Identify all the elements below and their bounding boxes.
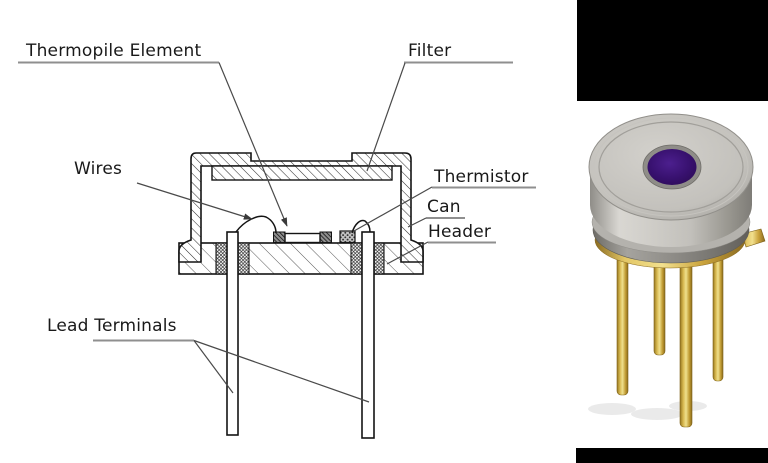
photo-ir-window	[647, 149, 697, 185]
chip-mount-right	[319, 231, 332, 243]
sensor-photo	[576, 0, 768, 463]
photo-lead-2	[653, 257, 666, 356]
photo-top-outer-ring	[593, 117, 749, 217]
leader-thermistor	[353, 186, 433, 232]
thermopile-chip	[284, 232, 321, 244]
bond-wire-left	[235, 215, 277, 234]
photo-gold-leads	[616, 247, 724, 428]
photo-lead-1	[616, 249, 629, 396]
photo-lead-4	[712, 247, 724, 382]
label-lead-terminals: Lead Terminals	[47, 316, 177, 336]
photo-top-inner-ring	[598, 121, 744, 213]
lead-terminal-left	[226, 231, 239, 436]
label-can: Can	[427, 197, 461, 217]
leader-wires	[136, 182, 253, 220]
leader-filter	[366, 62, 406, 172]
filter-window	[211, 165, 393, 181]
photo-crop-bar-top	[577, 0, 768, 101]
label-thermopile-element: Thermopile Element	[26, 41, 202, 61]
thermopile-cross-section-diagram	[18, 61, 536, 439]
label-filter: Filter	[408, 41, 452, 61]
photo-lead-3	[679, 257, 693, 428]
chip-mount-left	[273, 231, 286, 243]
leader-thermopile-element	[218, 62, 288, 227]
leader-lines	[136, 62, 433, 403]
photo-crop-bar-bottom	[576, 448, 768, 463]
thermistor-chip	[339, 230, 356, 244]
can-body	[178, 152, 424, 263]
leader-lead-left	[193, 340, 234, 394]
leader-lead-right	[193, 339, 370, 403]
label-thermistor: Thermistor	[434, 167, 529, 187]
leader-header	[386, 241, 429, 265]
label-header: Header	[428, 222, 492, 242]
leader-can	[407, 217, 427, 228]
label-wires: Wires	[74, 159, 123, 179]
bond-wire-right	[351, 219, 371, 234]
label-underlines	[18, 61, 536, 342]
lead-terminal-right	[361, 231, 375, 439]
